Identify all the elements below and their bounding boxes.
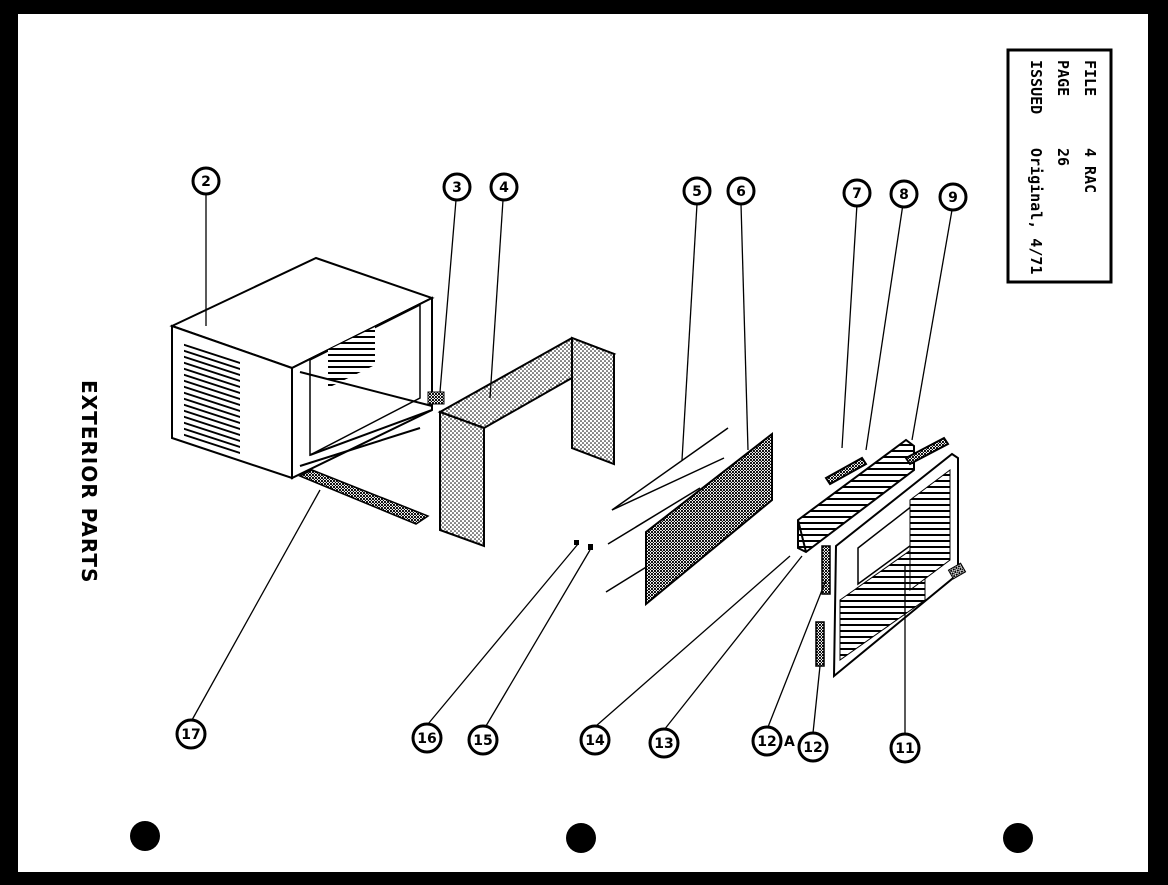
callout-16: 16	[411, 722, 443, 754]
page-value: 26	[1054, 148, 1072, 166]
callout-7: 7	[842, 178, 872, 208]
clip-part	[427, 391, 445, 405]
callout-12: 12	[797, 731, 829, 763]
callout-6: 6	[726, 176, 756, 206]
bottom-rail-part	[298, 469, 430, 525]
callout-8: 8	[889, 179, 919, 209]
washer-part	[588, 544, 593, 550]
info-box: FILE 4 RAC PAGE 26 ISSUED Original, 4/71	[1006, 48, 1113, 284]
page-title: EXTERIOR PARTS	[77, 380, 101, 583]
issued-label: ISSUED	[1027, 60, 1045, 114]
callout-15: 15	[467, 724, 499, 756]
callout-2: 2	[191, 166, 221, 196]
svg-text:17: 17	[181, 727, 200, 743]
svg-text:2: 2	[201, 174, 211, 190]
callout-5: 5	[682, 176, 712, 206]
callout-11: 11	[889, 732, 921, 764]
screw-part	[574, 540, 579, 545]
svg-text:12: 12	[757, 734, 776, 750]
front-panel-part	[832, 452, 959, 679]
svg-text:7: 7	[852, 186, 862, 202]
callout-17: 17	[175, 718, 207, 750]
punch-hole-center	[566, 823, 596, 853]
svg-text:A: A	[784, 734, 795, 750]
svg-text:14: 14	[585, 733, 605, 749]
leader-lines	[191, 194, 953, 734]
side-strip-part-b	[815, 621, 825, 667]
svg-text:3: 3	[452, 180, 462, 196]
svg-text:12: 12	[803, 740, 822, 756]
svg-text:5: 5	[692, 184, 702, 200]
callout-4: 4	[489, 172, 519, 202]
cabinet-part	[169, 256, 435, 480]
punch-hole-left	[130, 821, 160, 851]
svg-text:8: 8	[899, 187, 909, 203]
svg-text:4: 4	[499, 180, 509, 196]
svg-text:11: 11	[895, 741, 914, 757]
svg-text:16: 16	[417, 731, 436, 747]
file-label: FILE	[1081, 60, 1099, 96]
callout-12a: 12 A	[751, 725, 795, 757]
punch-hole-right	[1003, 823, 1033, 853]
callout-14: 14	[579, 724, 611, 756]
filter-part	[645, 431, 773, 607]
louver-assembly	[797, 436, 950, 554]
svg-text:6: 6	[736, 184, 746, 200]
file-value: 4 RAC	[1081, 148, 1099, 193]
svg-text:13: 13	[654, 736, 673, 752]
svg-text:9: 9	[948, 190, 958, 206]
callout-3: 3	[442, 172, 472, 202]
side-strip-part-a	[821, 545, 831, 595]
page-label: PAGE	[1054, 60, 1072, 96]
svg-text:15: 15	[473, 733, 492, 749]
top-cover-part	[437, 336, 617, 548]
knob-part	[947, 562, 967, 580]
issued-value: Original, 4/71	[1027, 148, 1045, 274]
callout-13: 13	[648, 727, 680, 759]
callout-9: 9	[938, 182, 968, 212]
